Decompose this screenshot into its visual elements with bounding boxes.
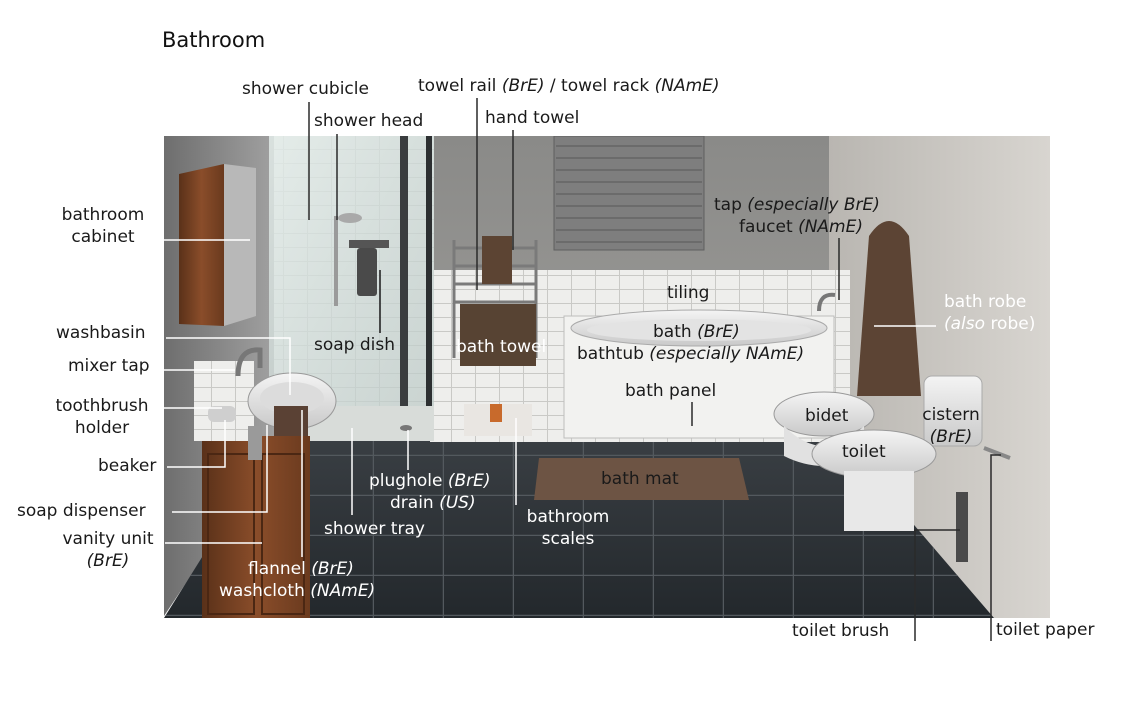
leader-toilet-brush xyxy=(914,529,960,641)
label-tiling: tiling xyxy=(667,283,710,303)
label-beaker: beaker xyxy=(98,456,157,476)
label-flannel-group: flannel (BrE) xyxy=(248,558,354,580)
label-shower-cubicle: shower cubicle xyxy=(242,79,369,99)
label-bath-bre: (BrE) xyxy=(697,322,740,342)
label-bathroom-scales-line1: bathroom xyxy=(526,507,610,527)
leader-washbasin xyxy=(166,337,291,395)
label-flannel: flannel xyxy=(248,559,306,579)
label-bidet: bidet xyxy=(805,406,849,426)
label-faucet-group: faucet (NAmE) xyxy=(739,216,863,238)
label-towel-rail-sep: / xyxy=(549,76,556,96)
label-tap-group: tap (especially BrE) xyxy=(714,194,880,216)
label-shower-tray: shower tray xyxy=(324,519,425,539)
label-toothbrush-holder: toothbrush holder xyxy=(52,395,152,439)
label-soap-dispenser: soap dispenser xyxy=(17,501,146,521)
leader-toilet-paper xyxy=(990,454,1001,641)
label-cistern: cistern (BrE) xyxy=(916,404,986,448)
label-bathroom-scales-line2: scales xyxy=(541,529,595,549)
label-bathroom-cabinet: bathroom cabinet xyxy=(53,204,153,248)
label-bathtub: bathtub xyxy=(577,344,644,364)
label-toothbrush-holder-line1: toothbrush xyxy=(55,396,149,416)
label-robe-group: (also robe) xyxy=(944,313,1035,335)
label-vanity-unit: vanity unit (BrE) xyxy=(52,528,164,572)
label-tap: tap xyxy=(714,195,742,215)
label-washcloth-group: washcloth (NAmE) xyxy=(219,580,375,602)
label-bathroom-cabinet-line1: bathroom xyxy=(61,205,145,225)
label-bathroom-scales: bathroom scales xyxy=(512,506,624,550)
label-robe-also: (also xyxy=(944,314,986,334)
label-bath-towel: bath towel xyxy=(456,337,547,357)
label-flannel-bre: (BrE) xyxy=(311,559,354,579)
label-bath-group: bath (BrE) xyxy=(653,321,740,343)
label-bathroom-cabinet-line2: cabinet xyxy=(71,227,135,247)
label-bath-mat: bath mat xyxy=(601,469,679,489)
label-drain-us: (US) xyxy=(439,493,476,513)
bathroom-illustration xyxy=(164,136,1050,618)
label-bath-panel: bath panel xyxy=(625,381,717,401)
label-bathtub-group: bathtub (especially NAmE) xyxy=(577,343,804,365)
label-faucet: faucet xyxy=(739,217,793,237)
label-soap-dish: soap dish xyxy=(314,335,396,355)
label-toilet-brush: toilet brush xyxy=(792,621,890,641)
label-bath-robe: bath robe xyxy=(944,292,1027,312)
label-toilet: toilet xyxy=(842,442,886,462)
label-towel-rail: towel rail xyxy=(418,76,497,96)
label-washcloth-name: (NAmE) xyxy=(310,581,376,601)
label-washbasin: washbasin xyxy=(56,323,146,343)
label-towel-rack-name: (NAmE) xyxy=(654,76,720,96)
label-washcloth: washcloth xyxy=(219,581,305,601)
label-hand-towel: hand towel xyxy=(485,108,580,128)
label-towel-rail-group: towel rail (BrE) / towel rack (NAmE) xyxy=(418,75,720,97)
label-towel-rack: towel rack xyxy=(561,76,650,96)
label-towel-rail-bre: (BrE) xyxy=(501,76,545,96)
label-tap-note: (especially BrE) xyxy=(747,195,880,215)
label-plughole-bre: (BrE) xyxy=(447,471,491,491)
label-plughole: plughole xyxy=(369,471,443,491)
leader-beaker xyxy=(167,420,226,468)
label-bath: bath xyxy=(653,322,692,342)
label-shower-head: shower head xyxy=(314,111,424,131)
label-vanity-unit-word: vanity unit xyxy=(62,529,154,549)
label-plughole-group: plughole (BrE) xyxy=(369,470,491,492)
label-cistern-bre: (BrE) xyxy=(929,427,973,447)
label-faucet-note: (NAmE) xyxy=(798,217,863,237)
label-drain: drain xyxy=(390,493,434,513)
label-robe-word: robe) xyxy=(990,314,1036,334)
leader-soap-dispenser xyxy=(172,425,268,513)
label-drain-group: drain (US) xyxy=(390,492,476,514)
label-cistern-word: cistern xyxy=(922,405,980,425)
label-toilet-paper: toilet paper xyxy=(996,620,1095,640)
label-bathtub-note: (especially NAmE) xyxy=(649,344,805,364)
diagram-title: Bathroom xyxy=(162,28,266,52)
label-toothbrush-holder-line2: holder xyxy=(74,418,130,438)
label-vanity-unit-bre: (BrE) xyxy=(86,551,130,571)
label-mixer-tap: mixer tap xyxy=(68,356,150,376)
